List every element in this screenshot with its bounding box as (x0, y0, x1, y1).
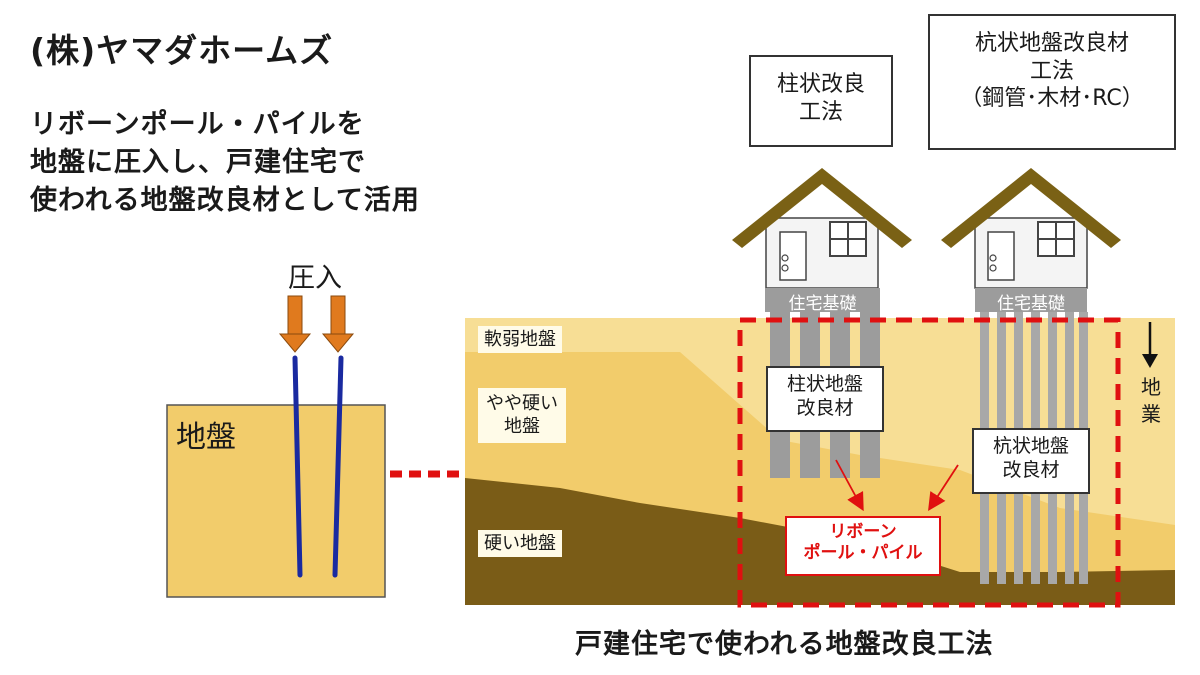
description-line-3: 使われる地盤改良材として活用 (30, 185, 420, 216)
columnar-material-label: 柱状地盤 改良材 (766, 366, 884, 432)
foundation-pile (975, 288, 1087, 312)
ground-label: 地盤 (176, 420, 236, 455)
bearing-layer-char-2: 業 (1141, 402, 1161, 426)
hard-ground-label: 硬い地盤 (478, 530, 562, 558)
medium-ground-label-line-1: やや硬い (486, 393, 558, 414)
left-ground-box (166, 404, 386, 598)
pile-material-label: 杭状地盤 改良材 (972, 428, 1090, 494)
pile-material-label-line-2: 改良材 (1002, 458, 1060, 481)
columnar-material-label-line-1: 柱状地盤 (786, 373, 863, 395)
diagram-caption: 戸建住宅で使われる地盤改良工法 (575, 629, 994, 660)
rod-right (332, 355, 344, 578)
description-line-2: 地盤に圧入し、戸建住宅で (30, 147, 366, 178)
method-pile-title-line-1: 杭状地盤改良材 (974, 31, 1129, 56)
foundation-columnar (765, 288, 880, 312)
press-label: 圧入 (288, 263, 342, 294)
press-arrow-right (321, 295, 355, 353)
pointer-arrow-right (928, 464, 959, 512)
description-line-1: リボーンポール・パイルを (30, 109, 365, 140)
method-pile-title-line-2: 工法 (1029, 58, 1074, 84)
reborn-pole-pile-label: リボーン ポール・パイル (785, 516, 941, 576)
method-columnar-title-line-2: 工法 (798, 99, 843, 125)
soft-ground-label: 軟弱地盤 (478, 326, 562, 354)
bearing-arrow-head (1142, 354, 1158, 368)
house-columnar (732, 168, 912, 289)
company-name: (株)ヤマダホームズ (30, 31, 334, 70)
rod-left (292, 355, 303, 578)
press-arrow-left (278, 295, 312, 353)
reborn-label-line-1: リボーン (829, 522, 897, 542)
columnar-material-label-line-2: 改良材 (796, 396, 854, 419)
pointer-arrow-left (835, 459, 864, 512)
foundation-pile-label: 住宅基礎 (997, 294, 1065, 314)
method-columnar-title-line-1: 柱状改良 (776, 72, 865, 97)
reborn-label-line-2: ポール・パイル (803, 543, 923, 564)
pile-material-label-line-1: 杭状地盤 (992, 435, 1069, 457)
house-pile (941, 168, 1121, 289)
method-pile-title: 杭状地盤改良材 工法 （鋼管･木材･RC） (928, 14, 1176, 150)
method-columnar-title: 柱状改良 工法 (749, 55, 893, 147)
medium-ground-label: やや硬い 地盤 (478, 388, 566, 443)
medium-ground-label-line-2: 地盤 (504, 416, 540, 438)
method-pile-title-line-3: （鋼管･木材･RC） (960, 86, 1144, 111)
highlight-frame (737, 317, 1121, 608)
bearing-layer-char-1: 地 (1141, 375, 1161, 399)
foundation-columnar-label: 住宅基礎 (788, 294, 857, 314)
bearing-layer-label: 地 業 (1140, 374, 1162, 428)
